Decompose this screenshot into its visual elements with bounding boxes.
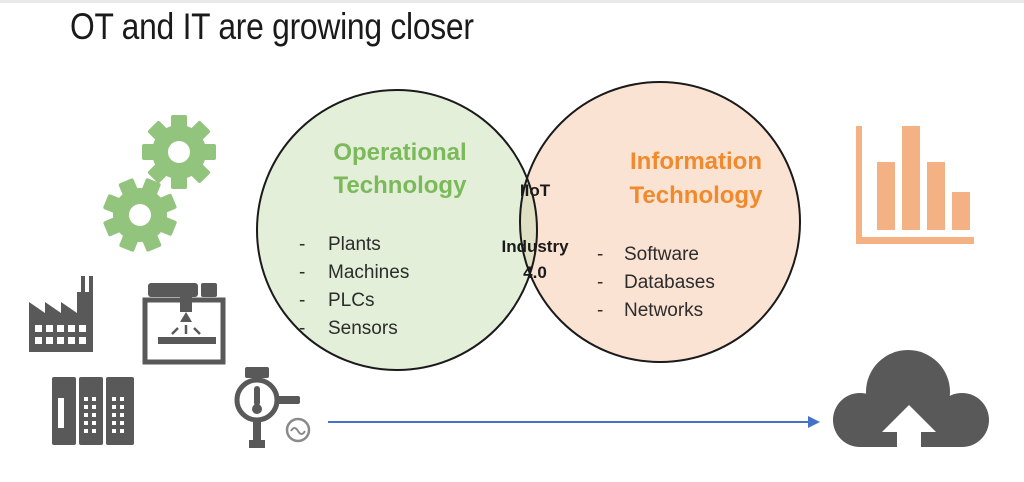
overlap-iiot: IIoT [520,181,551,200]
bullet: - [597,300,603,321]
bullet: - [299,234,305,255]
factory-icon [29,276,93,352]
page-title: OT and IT are growing closer [70,6,474,47]
ot-heading-line2: Technology [334,172,468,199]
list-item: Plants [328,234,381,255]
ot-heading-line1: Operational [333,139,466,166]
list-item: Databases [624,272,715,293]
cnc-machine-icon [142,283,226,365]
list-item: PLCs [328,290,374,311]
bullet: - [299,290,305,311]
bullet: - [597,244,603,265]
it-circle [520,82,800,362]
it-list: - Software - Databases - Networks [597,244,715,321]
plc-icon [52,377,134,445]
bar-chart-icon [856,126,974,244]
overlap-industry: Industry [501,237,569,256]
venn-diagram: Operational Technology - Plants - Machin… [256,81,801,371]
list-item: Machines [328,262,409,283]
it-heading-line1: Information [630,148,762,175]
top-rule [0,0,1024,3]
list-item: Networks [624,300,703,321]
gears-icon [103,115,216,252]
bullet: - [299,262,305,283]
ot-list: - Plants - Machines - PLCs - Sensors [299,234,409,339]
list-item: Software [624,244,699,265]
it-heading-line2: Technology [630,182,764,209]
list-item: Sensors [328,318,398,339]
ot-circle [257,90,537,370]
bullet: - [597,272,603,293]
cloud-upload-icon [833,350,989,458]
bullet: - [299,318,305,339]
sensor-icon [234,367,311,448]
overlap-version: 4.0 [523,263,547,282]
data-flow-arrow [328,416,820,428]
